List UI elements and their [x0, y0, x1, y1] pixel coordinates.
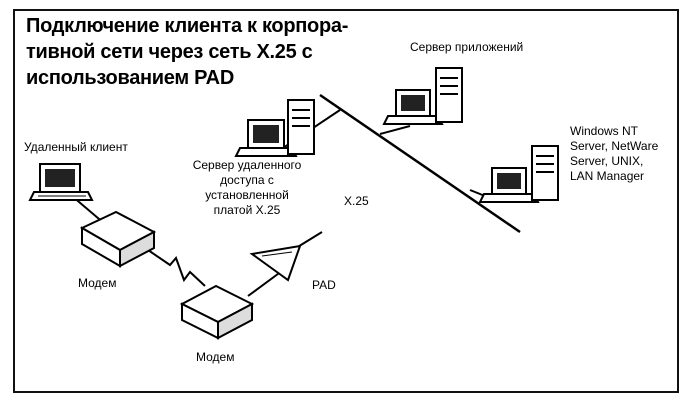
label-remote-client: Удаленный клиент — [24, 140, 128, 154]
drop-app-server — [379, 125, 411, 135]
label-app-server: Сервер приложений — [410, 40, 524, 54]
remote-access-server-icon — [234, 99, 315, 157]
title-line-3: использованием PAD — [26, 67, 234, 89]
diagram-frame — [13, 9, 679, 393]
label-os-line-1: Windows NT — [570, 124, 639, 138]
diagram-title: Подключение клиента к корпора- тивной се… — [26, 13, 386, 91]
label-modem-1: Модем — [78, 276, 117, 290]
modem-2-icon — [179, 284, 255, 340]
label-ras-line-2: доступа с — [220, 173, 274, 187]
title-line-2: тивной сети через сеть X.25 с — [26, 41, 313, 63]
label-os-list: Windows NT Server, NetWare Server, UNIX,… — [570, 124, 658, 184]
lan-backbone — [319, 93, 521, 234]
title-line-1: Подключение клиента к корпора- — [26, 15, 349, 37]
label-remote-access-server: Сервер удаленного доступа с установленно… — [182, 158, 312, 218]
label-os-line-4: LAN Manager — [570, 169, 645, 183]
label-x25: X.25 — [344, 194, 369, 208]
label-os-line-2: Server, NetWare — [570, 139, 659, 153]
pad-icon — [249, 244, 302, 282]
label-ras-line-3: установленной — [205, 188, 289, 202]
label-pad: PAD — [312, 278, 336, 292]
remote-client-icon — [28, 163, 94, 201]
label-ras-line-1: Сервер удаленного — [192, 158, 302, 172]
phone-line — [147, 249, 206, 287]
label-ras-line-4: платой X.25 — [213, 203, 281, 217]
modem-1-icon — [79, 210, 157, 268]
label-modem-2: Модем — [196, 350, 235, 364]
app-server-icon — [382, 67, 463, 125]
label-os-line-3: Server, UNIX, — [570, 154, 644, 168]
os-server-icon — [478, 145, 559, 203]
